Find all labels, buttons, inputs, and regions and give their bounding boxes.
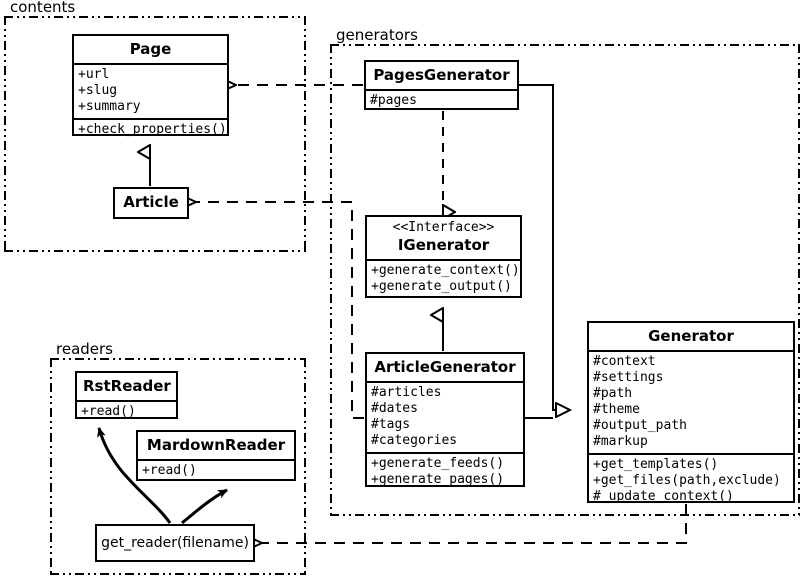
class-attribute: #articles (371, 385, 442, 400)
class-operation: +read() (81, 404, 136, 419)
operations-compartment: +generate_feeds()+generate_pages() (367, 452, 523, 491)
operations-compartment: +generate_context()+generate_output() (367, 259, 520, 298)
class-box-article_generator[interactable]: ArticleGenerator #articles#dates#tags#cat… (365, 352, 525, 487)
class-name: RstReader (83, 377, 171, 395)
class-attribute: #path (593, 386, 633, 401)
class-name: PagesGenerator (373, 66, 510, 84)
class-name: ArticleGenerator (374, 358, 516, 376)
class-box-generator[interactable]: Generator #context#settings#path#theme#ou… (587, 321, 795, 504)
class-attribute: +summary (78, 99, 141, 114)
class-attribute: +url (78, 67, 110, 82)
class-attribute: #tags (371, 417, 411, 432)
operations-compartment: +read() (77, 400, 176, 423)
class-box-page[interactable]: Page +url+slug+summary +check_properties() (72, 34, 229, 137)
class-operation: #_update_context() (593, 489, 734, 504)
class-name: IGenerator (397, 236, 490, 254)
class-operation: +generate_context() (371, 263, 520, 278)
attributes-compartment: #articles#dates#tags#categories (367, 381, 523, 452)
class-operation: +check_properties() (78, 122, 227, 137)
package-generators-label: generators (334, 26, 420, 44)
attributes-compartment: +url+slug+summary (74, 63, 227, 118)
class-operation: +read() (142, 463, 197, 478)
class-name: Page (129, 40, 172, 58)
class-name: MardownReader (146, 436, 286, 454)
function-box-get_reader[interactable]: get_reader(filename) (95, 524, 255, 562)
class-box-pages_generator[interactable]: PagesGenerator #pages (364, 60, 519, 110)
class-operation: +get_files(path,exclude) (593, 473, 781, 488)
class-box-igenerator[interactable]: <<Interface>>IGenerator +generate_context… (365, 215, 522, 298)
class-attribute: +slug (78, 83, 118, 98)
package-contents-label: contents (8, 0, 78, 16)
class-operation: +generate_output() (371, 279, 512, 294)
class-attribute: #markup (593, 434, 648, 449)
class-name: Article (123, 193, 179, 211)
class-attribute: #settings (593, 370, 664, 385)
class-operation: +get_templates() (593, 457, 719, 472)
class-box-rst_reader[interactable]: RstReader +read() (75, 371, 178, 419)
class-operation: +generate_feeds() (371, 456, 505, 471)
class-attribute: #pages (370, 93, 417, 108)
operations-compartment: +get_templates()+get_files(path,exclude)… (589, 453, 793, 508)
operations-compartment: +check_properties() (74, 118, 227, 141)
class-box-article[interactable]: Article (113, 187, 189, 219)
class-name: Generator (648, 327, 734, 345)
attributes-compartment: #context#settings#path#theme#output_path… (589, 350, 793, 453)
class-attribute: #categories (371, 433, 458, 448)
attributes-compartment: #pages (366, 89, 517, 112)
class-attribute: #context (593, 354, 656, 369)
class-attribute: #dates (371, 401, 418, 416)
class-operation: +generate_pages() (371, 472, 505, 487)
class-attribute: #theme (593, 402, 640, 417)
function-label: get_reader(filename) (101, 535, 249, 551)
class-box-mardown_reader[interactable]: MardownReader +read() (136, 430, 296, 481)
class-attribute: #output_path (593, 418, 687, 433)
class-stereotype: <<Interface>> (392, 220, 495, 235)
package-readers-label: readers (54, 340, 115, 358)
operations-compartment: +read() (138, 459, 294, 482)
